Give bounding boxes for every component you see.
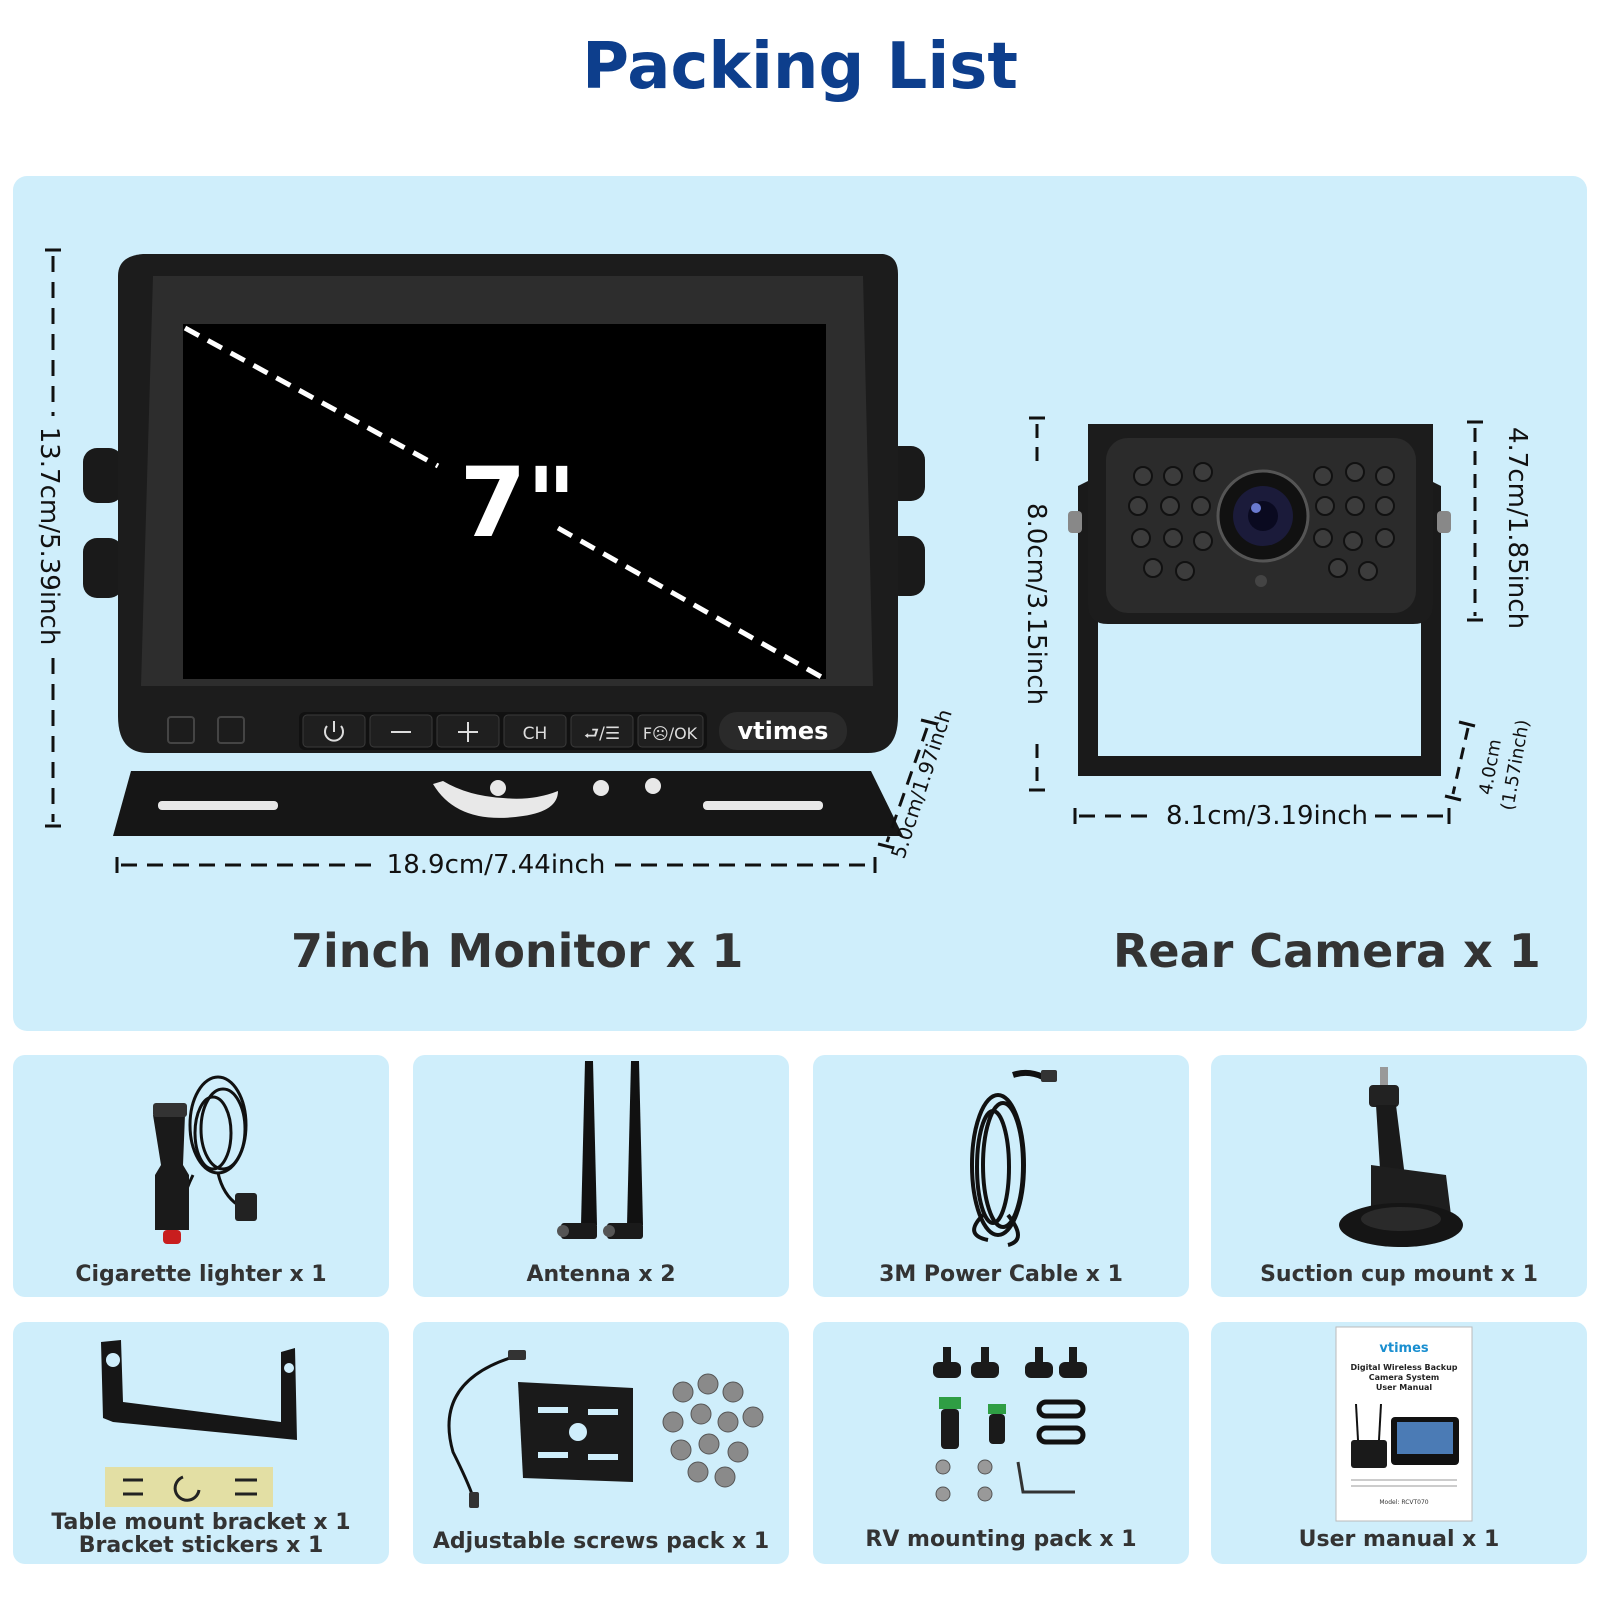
rv-mounting-pack-image bbox=[933, 1347, 1087, 1502]
camera-head-label: 4.7cm/1.85inch bbox=[1502, 427, 1532, 629]
monitor-caption: 7inch Monitor x 1 bbox=[291, 924, 744, 978]
camera-width-dimension: 8.1cm/3.19inch bbox=[1073, 801, 1451, 831]
manual-model: Model: RCVT070 bbox=[1379, 1499, 1428, 1506]
bracket-stickers-label: Bracket stickers x 1 bbox=[78, 1533, 324, 1558]
ch-button-label: CH bbox=[523, 724, 548, 744]
monitor-image: 7" CH ⮐/☰ F☹/OK vtimes bbox=[83, 254, 925, 836]
power-cable-image bbox=[970, 1069, 1057, 1247]
antenna-label: Antenna x 2 bbox=[526, 1262, 676, 1287]
cigarette-lighter-label: Cigarette lighter x 1 bbox=[75, 1262, 327, 1287]
adjustable-screws-label: Adjustable screws pack x 1 bbox=[432, 1529, 770, 1554]
item-rv-mounting-pack: RV mounting pack x 1 bbox=[813, 1322, 1189, 1564]
camera-height-dimension: 8.0cm/3.15inch bbox=[1021, 416, 1051, 792]
monitor-brand: vtimes bbox=[738, 717, 829, 745]
camera-width-label: 8.1cm/3.19inch bbox=[1166, 801, 1368, 831]
hero-panel: 7" CH ⮐/☰ F☹/OK vtimes bbox=[13, 176, 1587, 1031]
manual-line3: User Manual bbox=[1376, 1383, 1433, 1392]
rv-mounting-pack-label: RV mounting pack x 1 bbox=[865, 1527, 1137, 1552]
table-mount-bracket-image bbox=[101, 1340, 297, 1507]
svg-text:⮐/☰: ⮐/☰ bbox=[584, 724, 620, 744]
cigarette-lighter-image bbox=[153, 1075, 257, 1244]
item-adjustable-screws: Adjustable screws pack x 1 bbox=[413, 1322, 789, 1564]
item-table-mount-bracket: Table mount bracket x 1 Bracket stickers… bbox=[13, 1322, 389, 1564]
screen-size-label: 7" bbox=[460, 447, 577, 559]
ok-button-label: F☹/OK bbox=[643, 724, 698, 743]
manual-line2: Camera System bbox=[1369, 1373, 1439, 1382]
item-suction-cup-mount: Suction cup mount x 1 bbox=[1211, 1055, 1587, 1297]
antenna-image bbox=[557, 1061, 643, 1239]
user-manual-label: User manual x 1 bbox=[1298, 1527, 1500, 1552]
hero-illustration: 7" CH ⮐/☰ F☹/OK vtimes bbox=[34, 248, 1534, 880]
monitor-height-label: 13.7cm/5.39inch bbox=[34, 427, 64, 646]
item-antenna: Antenna x 2 bbox=[413, 1055, 789, 1297]
camera-caption: Rear Camera x 1 bbox=[1113, 924, 1541, 978]
power-cable-label: 3M Power Cable x 1 bbox=[879, 1262, 1123, 1287]
page-title: Packing List bbox=[582, 30, 1018, 104]
user-manual-image: vtimes Digital Wireless Backup Camera Sy… bbox=[1335, 1326, 1473, 1522]
item-user-manual: vtimes Digital Wireless Backup Camera Sy… bbox=[1211, 1322, 1587, 1564]
camera-depth-label-2: (1.57inch) bbox=[1497, 718, 1534, 812]
camera-head-dimension: 4.7cm/1.85inch bbox=[1467, 420, 1532, 629]
camera-image bbox=[1068, 424, 1451, 776]
monitor-height-dimension: 13.7cm/5.39inch bbox=[34, 248, 64, 828]
suction-cup-mount-label: Suction cup mount x 1 bbox=[1260, 1262, 1538, 1287]
item-power-cable: 3M Power Cable x 1 bbox=[813, 1055, 1189, 1297]
camera-height-label: 8.0cm/3.15inch bbox=[1021, 503, 1051, 705]
suction-cup-mount-image bbox=[1339, 1067, 1463, 1247]
monitor-width-dimension: 18.9cm/7.44inch bbox=[115, 850, 877, 880]
item-cigarette-lighter: Cigarette lighter x 1 bbox=[13, 1055, 389, 1297]
manual-brand: vtimes bbox=[1379, 1341, 1429, 1356]
table-mount-bracket-label: Table mount bracket x 1 bbox=[51, 1510, 351, 1535]
manual-line1: Digital Wireless Backup bbox=[1351, 1363, 1458, 1372]
adjustable-screws-image bbox=[447, 1350, 764, 1508]
camera-depth-dimension: 4.0cm (1.57inch) bbox=[1444, 718, 1534, 812]
monitor-width-label: 18.9cm/7.44inch bbox=[387, 850, 606, 880]
